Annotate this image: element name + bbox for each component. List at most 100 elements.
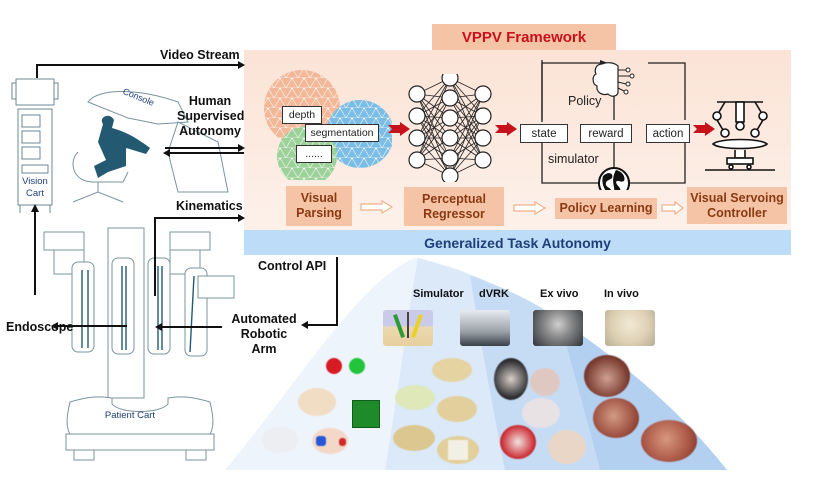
nn-node	[474, 129, 492, 147]
segmentation-label: segmentation	[310, 127, 374, 139]
exvivo-task-3	[522, 398, 560, 428]
red-arrow-icon	[388, 122, 410, 136]
framework-title: VPPV Framework	[432, 24, 616, 50]
automated-robotic-arm-label: Automated Robotic Arm	[231, 312, 297, 356]
nn-edge	[449, 115, 484, 159]
nn-node	[441, 167, 459, 182]
state-label: state	[531, 127, 557, 140]
nn-edge	[416, 117, 451, 161]
dvrk-task-4	[393, 425, 435, 451]
nn-node	[441, 74, 459, 87]
sim-task-red-ball	[326, 358, 342, 374]
nn-node	[474, 151, 492, 169]
depth-label: depth	[288, 109, 316, 121]
stage-policy-learning: Policy Learning	[555, 198, 657, 219]
nn-edge	[416, 115, 451, 159]
nn-node	[441, 149, 459, 167]
patient-cart-label: Patient Cart	[104, 410, 156, 421]
stage-arrow-icon	[360, 200, 394, 214]
banner-text: Generalized Task Autonomy	[424, 234, 611, 251]
segmentation-box: segmentation	[305, 124, 379, 142]
nn-node	[408, 129, 426, 147]
endoscope-label: Endoscope	[6, 320, 74, 334]
nn-edge	[416, 77, 451, 139]
simulator-label: simulator	[548, 152, 599, 166]
state-box: state	[520, 124, 568, 143]
in-vivo-thumbnail	[605, 310, 655, 346]
video-stream-label: Video Stream	[160, 48, 240, 62]
sim-task-ring	[262, 427, 298, 453]
nn-node	[408, 151, 426, 169]
dvrk-task-5	[437, 436, 479, 464]
stage-arrow-icon	[513, 201, 547, 215]
globe-icon	[598, 167, 630, 190]
reward-box: reward	[580, 124, 632, 143]
nn-edge	[449, 93, 484, 159]
nn-edge	[449, 97, 484, 161]
sim-task-tissue	[298, 388, 336, 416]
nn-node	[441, 129, 459, 147]
red-arrow-icon	[495, 122, 517, 136]
exvivo-task-1	[494, 358, 528, 400]
vision-cart-label: Vision Cart	[22, 176, 48, 199]
dvrk-task-3	[437, 396, 477, 422]
category-ex-vivo: Ex vivo	[540, 288, 579, 300]
neural-network-icon	[408, 74, 492, 182]
category-simulator: Simulator	[413, 288, 464, 300]
category-in-vivo: In vivo	[604, 288, 639, 300]
dvrk-task-2	[395, 385, 435, 410]
stage-label: Visual Parsing	[296, 191, 342, 220]
kinematics-line	[154, 217, 238, 296]
nn-node	[441, 109, 459, 127]
framework-title-text: VPPV Framework	[461, 28, 587, 46]
rl-loop-diagram	[541, 60, 686, 190]
kinematics-label: Kinematics	[176, 199, 243, 213]
stage-visual-servoing-controller: Visual Servoing Controller	[687, 187, 787, 224]
sim-task-pegs	[312, 428, 348, 454]
video-stream-line	[36, 64, 238, 78]
vision-cart-illustration	[11, 78, 59, 213]
nn-node	[408, 107, 426, 125]
sim-task-green-ball	[349, 358, 365, 374]
nn-edge	[449, 77, 484, 139]
depth-box: depth	[282, 106, 322, 124]
nn-node	[441, 89, 459, 107]
nn-edge	[449, 93, 484, 139]
ellipsis-label: ......	[305, 148, 323, 160]
nn-edge	[416, 97, 451, 161]
surgeon-console-illustration	[72, 91, 229, 203]
nn-edge	[449, 115, 484, 177]
invivo-task-1	[584, 355, 630, 397]
nn-edge	[416, 93, 451, 159]
control-api-label: Control API	[258, 259, 327, 273]
nn-node	[408, 85, 426, 103]
category-dvrk: dVRK	[479, 288, 509, 300]
dvrk-thumbnail	[460, 310, 510, 346]
policy-label: Policy	[568, 94, 602, 108]
generalized-task-autonomy-banner: Generalized Task Autonomy	[244, 230, 791, 255]
reward-label: reward	[588, 127, 624, 140]
human-supervised-autonomy-label: Human Supervised Autonomy	[177, 94, 245, 138]
stage-label: Policy Learning	[559, 201, 653, 215]
nn-edge	[449, 97, 484, 139]
invivo-task-3	[641, 420, 697, 462]
dvrk-task-1	[432, 358, 472, 382]
stage-label: Perceptual Regressor	[422, 191, 486, 221]
stage-perceptual-regressor: Perceptual Regressor	[404, 187, 504, 226]
exvivo-task-2	[530, 368, 560, 396]
invivo-task-2	[593, 398, 639, 438]
patient-cart-illustration	[43, 227, 235, 461]
sim-task-grid-board	[352, 400, 380, 428]
simulator-thumbnail	[383, 310, 433, 346]
stage-visual-parsing: Visual Parsing	[286, 186, 352, 226]
control-api-line	[308, 257, 338, 326]
nn-edge	[449, 117, 484, 161]
surgical-robot-icon	[705, 101, 775, 171]
nn-edge	[416, 93, 451, 139]
brain-icon	[592, 62, 635, 97]
ellipsis-box: ......	[296, 145, 332, 163]
action-label: action	[652, 127, 684, 140]
stage-label: Visual Servoing Controller	[690, 190, 784, 220]
nn-node	[474, 107, 492, 125]
